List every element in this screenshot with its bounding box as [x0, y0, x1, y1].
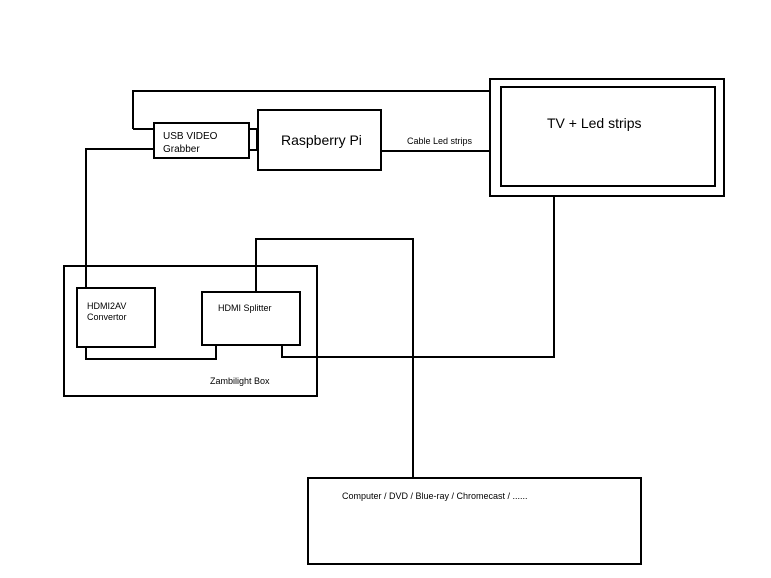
- hdmi2av-box: [76, 287, 156, 348]
- hdmi-splitter-box: [201, 291, 301, 346]
- zambilight-box: [63, 265, 318, 397]
- wire-splitter-to-tv: [281, 196, 555, 358]
- usb-grabber-label-line2: Grabber: [163, 144, 200, 155]
- wire-source-to-splitter: [255, 238, 414, 478]
- raspberry-pi-node: Raspberry Pi: [257, 109, 382, 171]
- hdmi2av-node: HDMI2AV Convertor: [76, 287, 156, 348]
- usb-connector: [248, 128, 258, 151]
- tv-outer-frame: [489, 78, 725, 197]
- wire-usb-grabber-to-tv-top: [132, 90, 490, 129]
- hdmi-splitter-node: HDMI Splitter: [201, 291, 301, 346]
- usb-grabber-label-line1: USB VIDEO: [163, 131, 218, 142]
- led-cable-label: Cable Led strips: [407, 136, 473, 146]
- hdmi2av-label-line1: HDMI2AV: [87, 301, 126, 311]
- hdmi2av-label-line2: Convertor: [87, 312, 127, 322]
- tv-screen: [500, 86, 716, 187]
- source-devices-box: [307, 477, 642, 565]
- zambilight-box-label: Zambilight Box: [210, 376, 270, 386]
- tv-node: TV + Led strips: [489, 78, 725, 197]
- connections: Cable Led strips: [85, 90, 555, 478]
- wire-splitter-to-hdmi2av: [85, 345, 217, 360]
- wire-hdmi2av-to-usb-grabber: [85, 148, 154, 288]
- usb-grabber-node: USB VIDEO Grabber: [153, 122, 258, 159]
- raspberry-pi-label: Raspberry Pi: [281, 132, 362, 148]
- tv-label: TV + Led strips: [547, 115, 642, 131]
- zambilight-box-node: Zambilight Box: [63, 265, 318, 397]
- source-devices-node: Computer / DVD / Blue-ray / Chromecast /…: [307, 477, 642, 565]
- hdmi-splitter-label: HDMI Splitter: [218, 303, 272, 313]
- source-devices-label: Computer / DVD / Blue-ray / Chromecast /…: [342, 491, 528, 501]
